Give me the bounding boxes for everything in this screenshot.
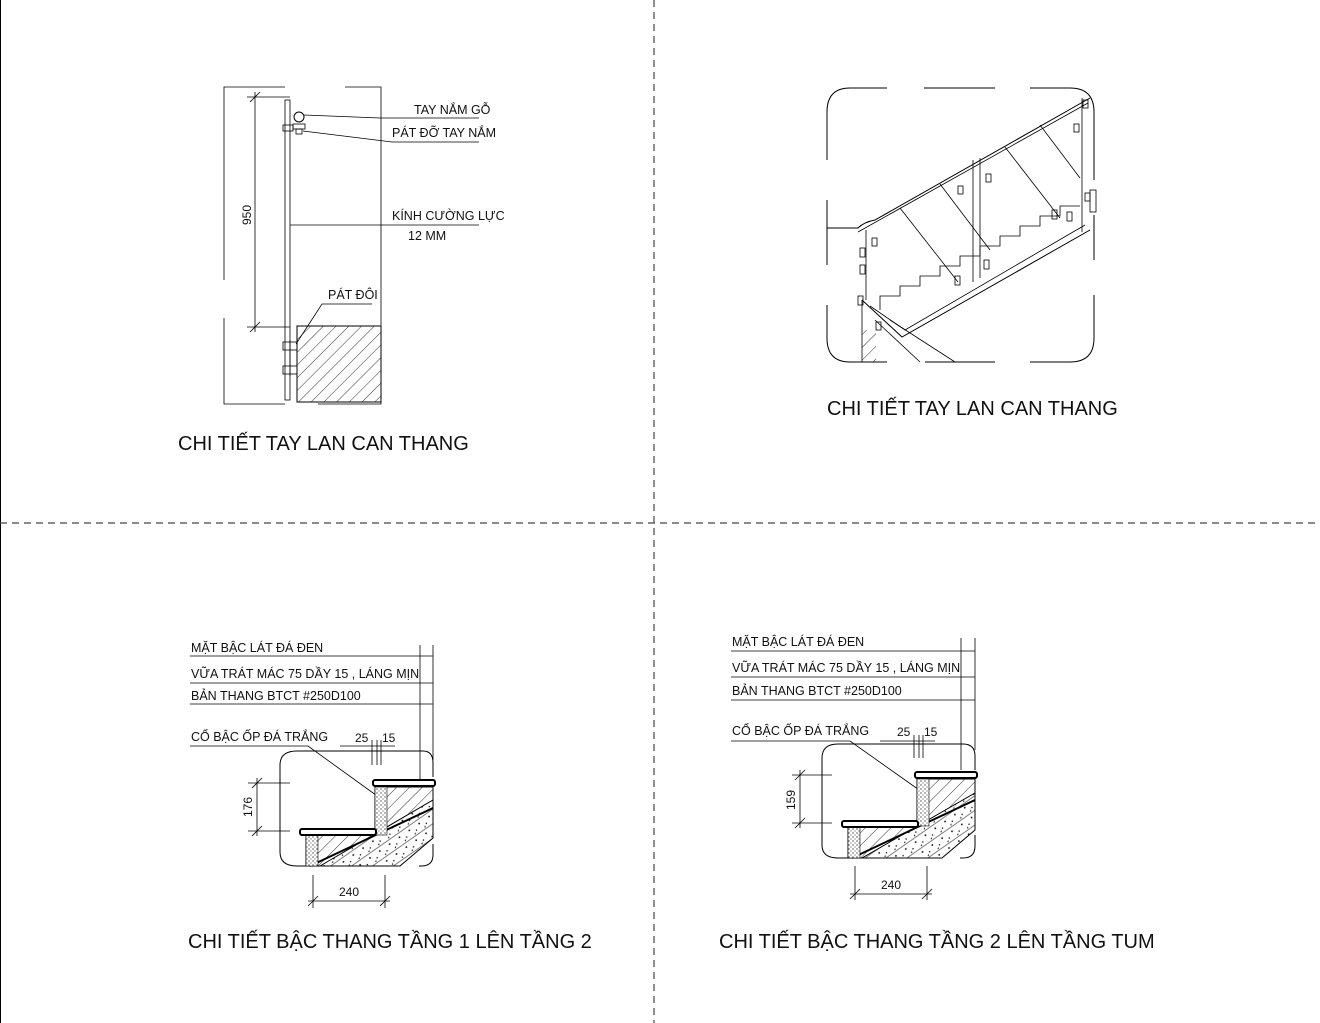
glass-thickness-label: 12 MM: [408, 229, 446, 243]
stringer-block: [296, 325, 382, 403]
glass-panel: [284, 99, 291, 401]
riser-height-dim: 159: [784, 790, 798, 810]
layer-3-label: BẢN THANG BTCT #250D100: [191, 688, 361, 703]
layer-2-label: VỮA TRÁT MÁC 75 DẦY 15 , LÁNG MỊN: [191, 666, 419, 681]
step-detail-floor1: MẶT BẬC LÁT ĐÁ ĐEN VỮA TRÁT MÁC 75 DẦY 1…: [188, 640, 592, 953]
railing-section-title: CHI TIẾT TAY LAN CAN THANG: [178, 432, 469, 455]
dim-15: 15: [382, 731, 396, 745]
riser-label: CỔ BẬC ỐP ĐÁ TRẮNG: [191, 729, 328, 744]
railing-view-title: CHI TIẾT TAY LAN CAN THANG: [827, 397, 1118, 420]
riser-height-dim: 176: [241, 797, 255, 817]
railing-view-detail: CHI TIẾT TAY LAN CAN THANG: [826, 87, 1118, 420]
tread-width-dim: 240: [339, 885, 359, 899]
layer-1-label: MẶT BẬC LÁT ĐÁ ĐEN: [191, 640, 323, 655]
handrail-bracket-label: PÁT ĐỠ TAY NẮM: [392, 125, 496, 140]
step-floor1-title: CHI TIẾT BẬC THANG TẦNG 1 LÊN TẦNG 2: [188, 930, 592, 953]
layer-3-label: BẢN THANG BTCT #250D100: [732, 683, 902, 698]
height-dimension: 950: [240, 205, 254, 225]
dim-15: 15: [924, 725, 938, 739]
layer-2-label: VỮA TRÁT MÁC 75 DẦY 15 , LÁNG MỊN: [732, 660, 960, 675]
step-detail-floor2: MẶT BẬC LÁT ĐÁ ĐEN VỮA TRÁT MÁC 75 DẦY 1…: [719, 634, 1155, 953]
handrail-circle: [293, 111, 305, 123]
layer-1-label: MẶT BẬC LÁT ĐÁ ĐEN: [732, 634, 864, 649]
double-bracket-label: PÁT ĐÔI: [328, 287, 378, 302]
railing-section-detail: 950 TAY NẮM GỖ PÁT ĐỠ TAY NẮM KÍNH CƯỜNG…: [178, 86, 505, 455]
tread-width-dim: 240: [881, 878, 901, 892]
glass-label: KÍNH CƯỜNG LỰC: [392, 208, 505, 223]
dim-25: 25: [897, 725, 911, 739]
handrail-label: TAY NẮM GỖ: [414, 102, 491, 117]
step-floor2-title: CHI TIẾT BẬC THANG TẦNG 2 LÊN TẦNG TUM: [719, 930, 1155, 953]
dim-25: 25: [355, 731, 369, 745]
riser-label: CỔ BẬC ỐP ĐÁ TRẮNG: [732, 723, 869, 738]
